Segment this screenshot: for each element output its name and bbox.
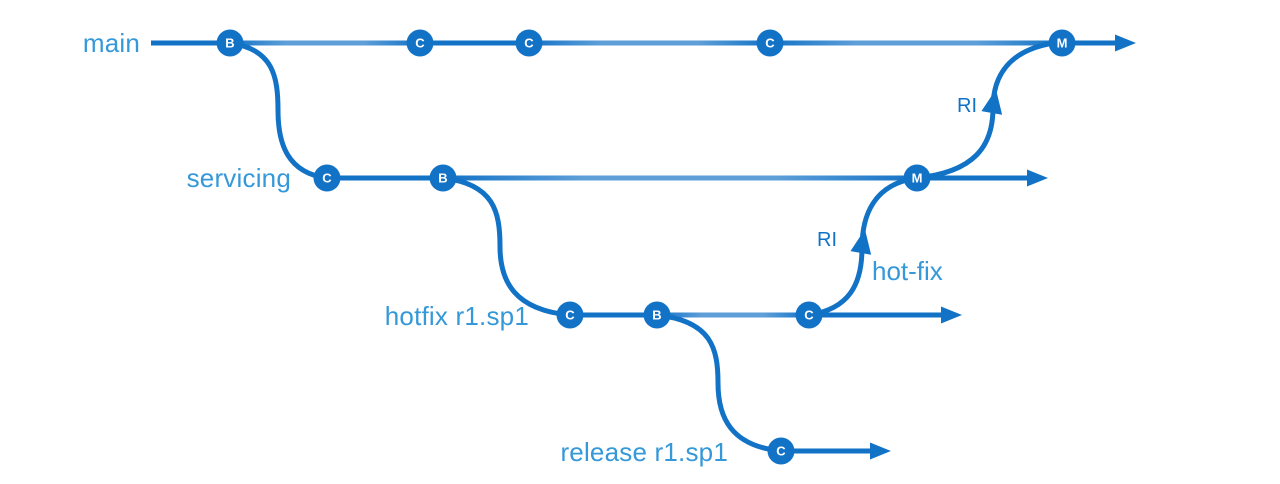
node-C-main [756, 29, 784, 57]
hot-fix-annotation: hot-fix [872, 256, 943, 286]
ri-label-servicing-to-main: RI [957, 95, 977, 117]
branch-label-main: main [82, 28, 140, 58]
node-C-release-r1.sp1 [767, 437, 795, 465]
node-letter: B [652, 308, 661, 323]
node-C-hotfix-r1.sp1 [795, 301, 823, 329]
node-B-main [216, 29, 244, 57]
branch-curve-main-to-servicing [227, 40, 330, 181]
branch-curve-servicing-to-hotfix-r1.sp1 [440, 175, 573, 318]
ri-arrowhead-1 [981, 89, 1003, 115]
branch-curve-hotfix-r1.sp1-to-release-r1.sp1 [654, 312, 784, 454]
ri-arrowhead-0 [850, 229, 872, 255]
node-letter: M [1057, 36, 1068, 51]
arrowhead-servicing [1027, 169, 1048, 187]
arrowhead-main [1115, 34, 1136, 52]
node-letter: C [765, 36, 775, 51]
ri-label-hotfix-to-servicing: RI [817, 229, 837, 251]
node-letter: B [438, 171, 447, 186]
node-B-hotfix-r1.sp1 [643, 301, 671, 329]
arrowhead-release-r1.sp1 [870, 442, 891, 460]
node-letter: C [804, 308, 814, 323]
branch-label-hotfix: hotfix r1.sp1 [384, 301, 529, 331]
node-letter: C [415, 36, 425, 51]
branch-label-release: release r1.sp1 [560, 437, 728, 467]
branch-label-servicing: servicing [186, 163, 291, 193]
node-letter: M [912, 171, 923, 186]
node-C-servicing [313, 164, 341, 192]
node-C-main [406, 29, 434, 57]
node-letter: C [322, 171, 332, 186]
node-B-servicing [429, 164, 457, 192]
node-letter: B [225, 36, 234, 51]
node-letter: C [524, 36, 534, 51]
node-letter: C [776, 444, 786, 459]
arrowhead-hotfix-r1.sp1 [941, 306, 962, 324]
node-M-servicing [903, 164, 931, 192]
node-C-hotfix-r1.sp1 [556, 301, 584, 329]
node-letter: C [565, 308, 575, 323]
node-M-main [1048, 29, 1076, 57]
node-C-main [515, 29, 543, 57]
